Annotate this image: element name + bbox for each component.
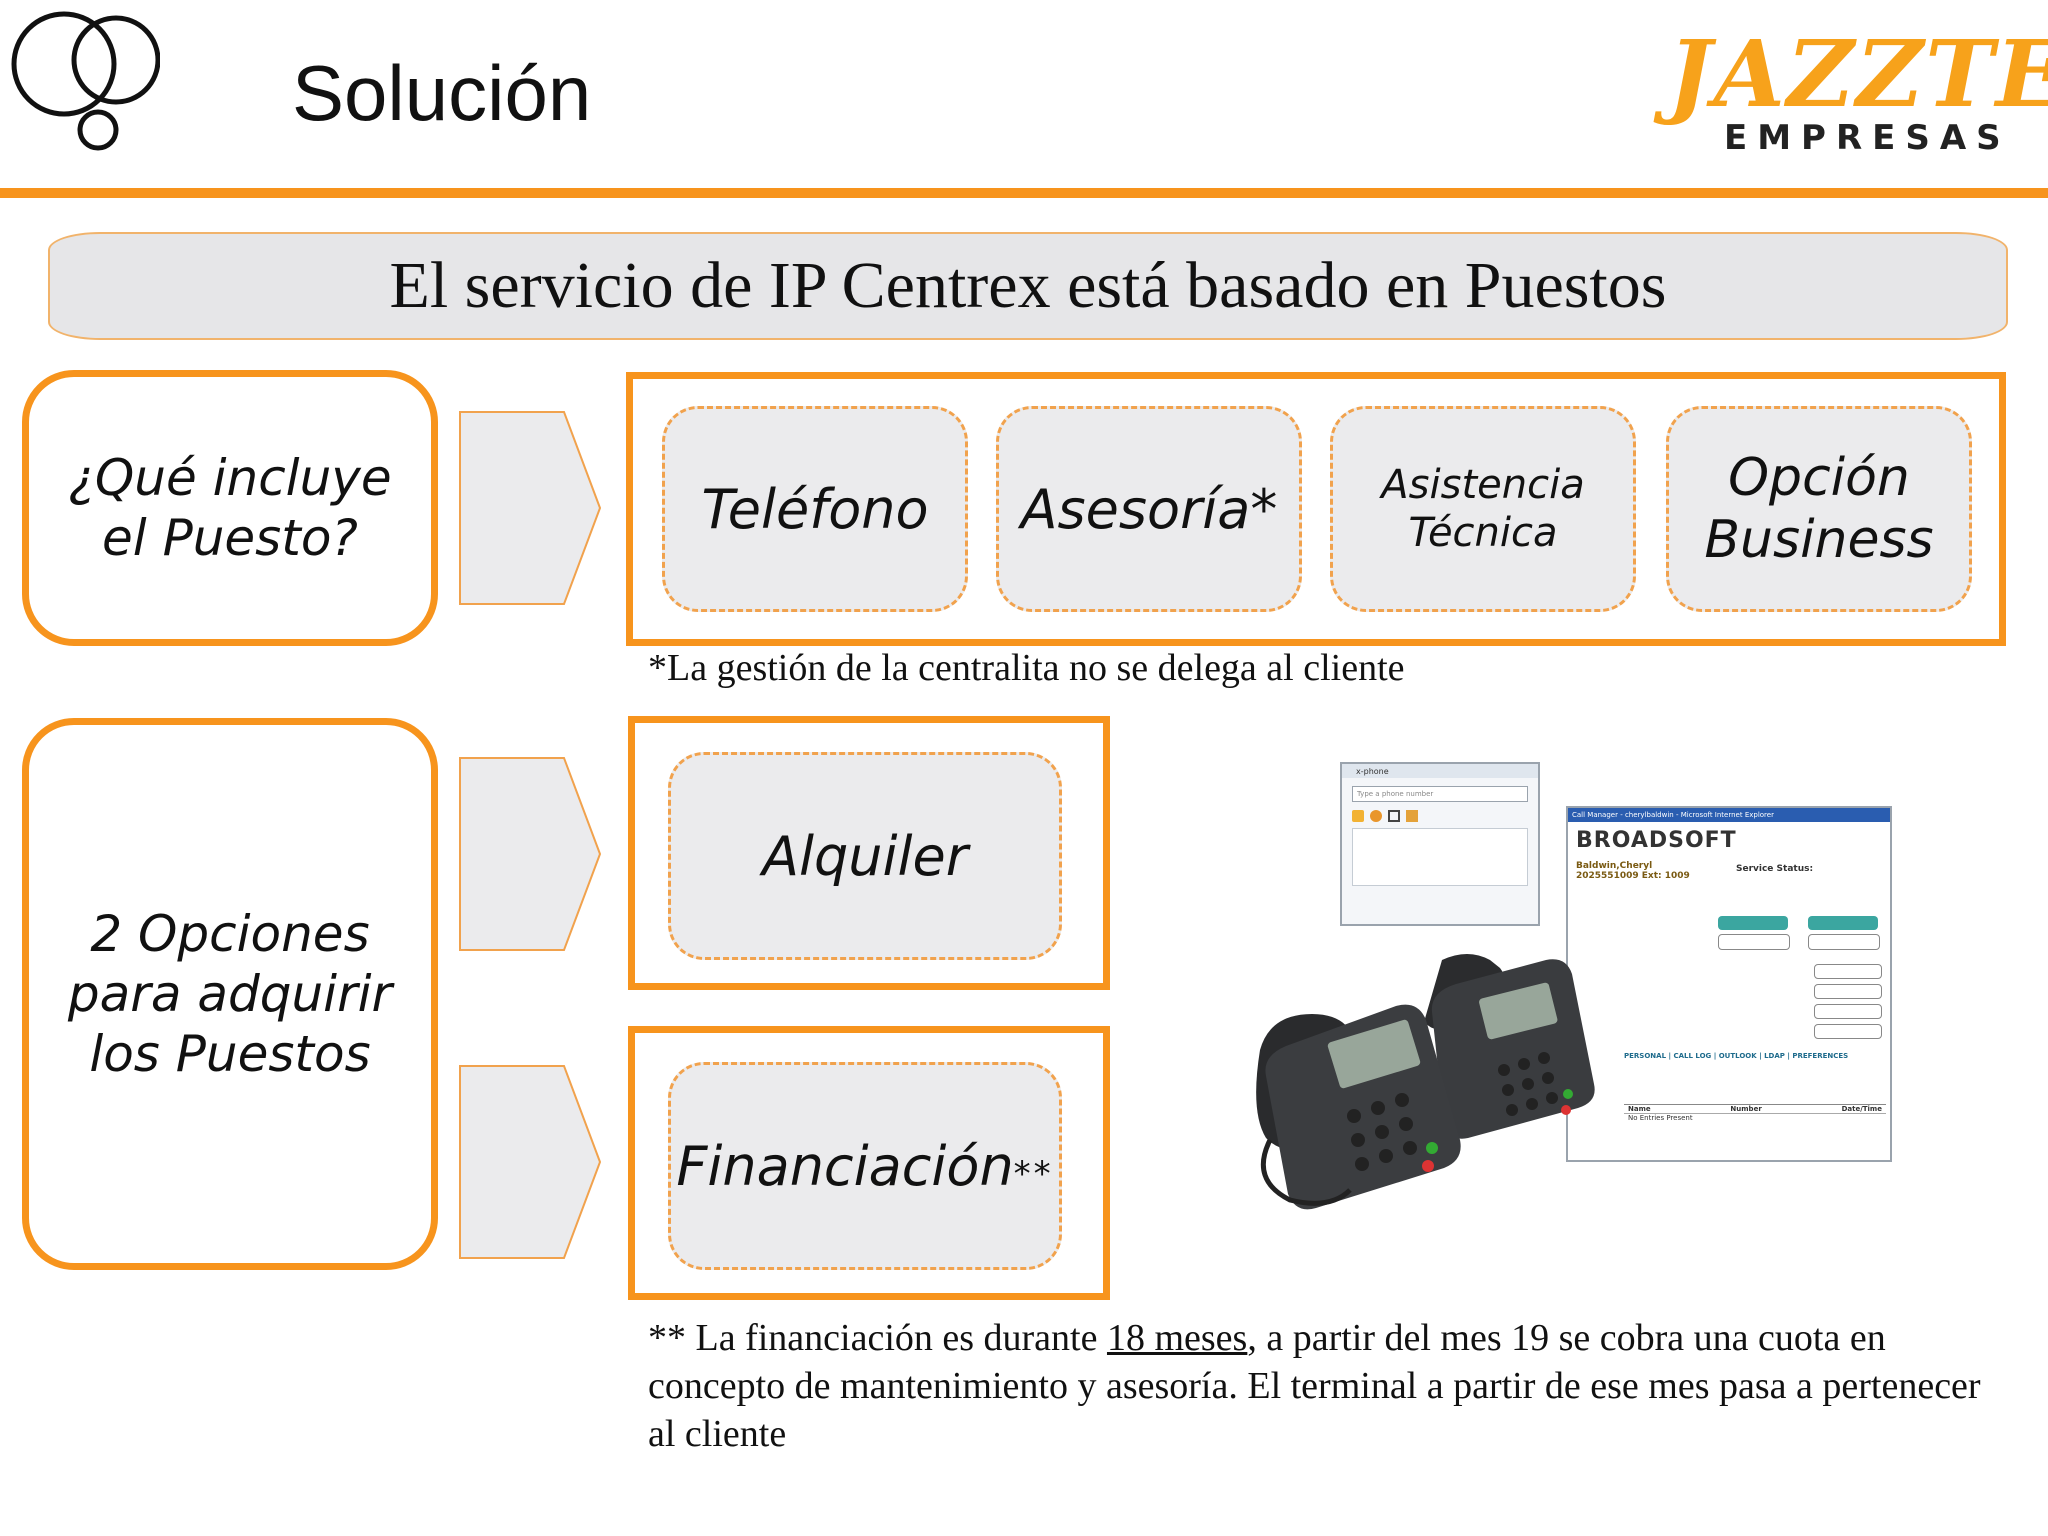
options-line-2: para adquirir [67,965,393,1023]
col-name: Name [1628,1105,1651,1113]
footnote-financiacion-prefix: ** La financiación es durante [648,1317,1107,1359]
ip-phones-image [1256,954,1595,1210]
service-status-label: Service Status: [1736,864,1814,874]
footnote-financiacion: ** La financiación es durante 18 meses, … [648,1314,1988,1458]
banner-text: El servicio de IP Centrex está basado en… [389,249,1667,322]
tile-telefono: Teléfono [662,406,968,612]
broadsoft-logo: BROADSOFT [1576,828,1737,853]
call-manager-tabs[interactable]: PERSONAL | CALL LOG | OUTLOOK | LDAP | P… [1624,1052,1849,1060]
options-line-1: 2 Opciones [90,905,370,963]
talk-button[interactable] [1814,964,1882,979]
tile-asistencia-line-2: Técnica [1408,510,1558,556]
no-entries: No Entries Present [1624,1113,1886,1122]
call-manager-title: Call Manager - cherylbaldwin - Microsoft… [1572,811,1774,819]
question-line-1: ¿Qué incluye [68,449,392,507]
star-icon [1352,810,1364,822]
hold-button[interactable] [1814,984,1882,999]
tile-asistencia: Asistencia Técnica [1330,406,1636,612]
softphone-screenshot: x-phone Type a phone number [1340,762,1540,926]
tile-asistencia-line-1: Asistencia [1381,462,1585,508]
footnote-financiacion-suffix: , a partir del mes 19 se cobra una cuota… [648,1317,1981,1455]
tile-asesoria-label: Asesoría* [1020,477,1278,541]
call-log-table: Name Number Date/Time No Entries Present [1624,1104,1886,1122]
tile-financiacion-mark: ** [1013,1153,1054,1194]
dial-button[interactable] [1718,916,1788,930]
softphone-number-input: Type a phone number [1352,786,1528,802]
arrow-right-icon [459,757,602,951]
col-number: Number [1730,1105,1762,1113]
tile-business-line-2: Business [1704,510,1934,570]
circles-logo [11,11,160,151]
arrow-right-icon [459,411,602,605]
tile-business: Opción Business [1666,406,1972,612]
hang-up-button[interactable] [1814,1024,1882,1039]
arrow-right-icon [459,1065,602,1259]
tile-alquiler-label: Alquiler [762,824,968,888]
ip-phone-icon [1424,954,1595,1139]
tile-telefono-label: Teléfono [701,477,929,541]
ip-phone-icon [1256,1004,1461,1210]
banner: El servicio de IP Centrex está basado en… [48,232,2008,340]
conference-button[interactable] [1814,1004,1882,1019]
tile-financiacion-label: Financiación [676,1134,1014,1198]
transfer-button[interactable] [1718,934,1790,950]
circle-icon [1370,810,1382,822]
col-datetime: Date/Time [1841,1105,1882,1113]
tile-asesoria: Asesoría* [996,406,1302,612]
footnote-financiacion-period: 18 meses [1106,1317,1248,1359]
jazztel-logo-subtitle: EMPRESAS [1724,118,2011,158]
options-box: 2 Opciones para adquirir los Puestos [22,718,438,1270]
tile-financiacion: Financiación** [668,1062,1062,1270]
footnote-asesoria: *La gestión de la centralita no se deleg… [648,647,1405,689]
call-manager-user: Baldwin,Cheryl [1576,861,1653,871]
options-line-3: los Puestos [89,1025,371,1083]
header-divider [0,188,2048,198]
tile-business-line-1: Opción [1728,448,1910,508]
redial-button[interactable] [1808,916,1878,930]
softphone-toolbar [1352,810,1528,822]
square-icon [1388,810,1400,822]
page-title: Solución [292,49,592,137]
tile-alquiler: Alquiler [668,752,1062,960]
send-to-vm-button[interactable] [1808,934,1880,950]
softphone-title: x-phone [1356,766,1389,776]
question-line-2: el Puesto? [102,509,358,567]
question-box: ¿Qué incluye el Puesto? [22,370,438,646]
call-manager-number: 2025551009 Ext: 1009 [1576,871,1690,881]
call-manager-screenshot: Call Manager - cherylbaldwin - Microsoft… [1566,806,1892,1162]
folder-icon [1406,810,1418,822]
jazztel-logo: JAZZTEL [1668,20,2048,128]
